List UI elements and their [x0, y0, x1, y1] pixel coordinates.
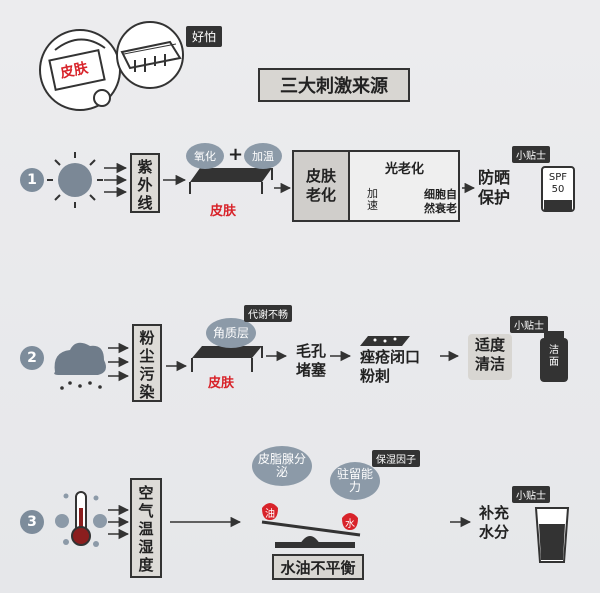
- section-number-3: 3: [20, 510, 44, 534]
- section-number-1: 1: [20, 168, 44, 192]
- oil-drop-label: 油: [265, 509, 275, 520]
- skin-aging-label: 皮肤老化: [294, 152, 350, 220]
- uv-arrows: [104, 162, 128, 198]
- dust-cloud-icon: [54, 342, 106, 390]
- photo-aging-label: 光老化: [385, 162, 425, 177]
- sebum-bubble: 皮脂腺分泌: [252, 446, 312, 486]
- thermometer-icon: [55, 491, 107, 547]
- water-cup-icon: [534, 507, 570, 563]
- oxidation-bubble: 氧化: [186, 143, 224, 169]
- skin-label-1: 皮肤: [210, 204, 237, 219]
- water-drop-label: 水: [345, 519, 355, 530]
- section-number-2: 2: [20, 346, 44, 370]
- imbalance-label: 水油不平衡: [272, 554, 364, 580]
- retention-bubble: 驻留能力: [330, 462, 380, 500]
- plus-sign: +: [228, 144, 244, 165]
- cleansing-advice: 适度清洁: [468, 334, 512, 380]
- natural-aging-label: 细胞自然衰老: [424, 188, 457, 215]
- tip-tag-3: 小贴士: [512, 486, 550, 503]
- scared-tag: 好怕: [186, 26, 223, 47]
- scared-awning-illustration: [116, 21, 184, 89]
- moisture-factor-tag: 保湿因子: [372, 450, 420, 467]
- hydration-advice: 补充水分: [478, 504, 509, 541]
- uv-source-label: 紫外线: [130, 153, 160, 213]
- worried-person-illustration: [39, 29, 121, 111]
- pore-blockage-label: 毛孔堵塞: [296, 342, 327, 379]
- acne-skin-icon: [360, 336, 410, 346]
- skin-layer-1: [189, 168, 273, 194]
- acne-label: 痤疮闭口粉刺: [360, 348, 421, 385]
- page-title: 三大刺激来源: [258, 68, 410, 102]
- humidity-arrows: [108, 504, 130, 540]
- stratum-corneum-bubble: 角质层: [206, 318, 256, 348]
- sun-icon: [47, 152, 103, 208]
- sun-protection-advice: 防晒保护: [478, 168, 511, 207]
- heating-bubble: 加温: [244, 143, 282, 169]
- dust-arrows: [108, 342, 130, 382]
- accelerate-label: 加速: [367, 187, 378, 212]
- dust-source-label: 粉尘污染: [132, 324, 162, 402]
- sunscreen-bottle-icon: [541, 166, 575, 212]
- balance-scale-icon: [261, 503, 361, 548]
- cleanser-label: 洁面: [549, 345, 559, 368]
- spf-label: SPF 50: [548, 172, 568, 195]
- skin-aging-box: 皮肤老化: [292, 150, 460, 222]
- cleanser-tube-icon: [540, 331, 568, 382]
- tip-tag-1: 小贴士: [512, 146, 550, 163]
- climate-source-label: 空气温湿度: [130, 478, 162, 578]
- metabolism-tag: 代谢不畅: [244, 305, 292, 322]
- skin-label-2: 皮肤: [208, 376, 235, 391]
- skin-layer-2: [191, 346, 263, 372]
- tip-tag-2: 小贴士: [510, 316, 548, 333]
